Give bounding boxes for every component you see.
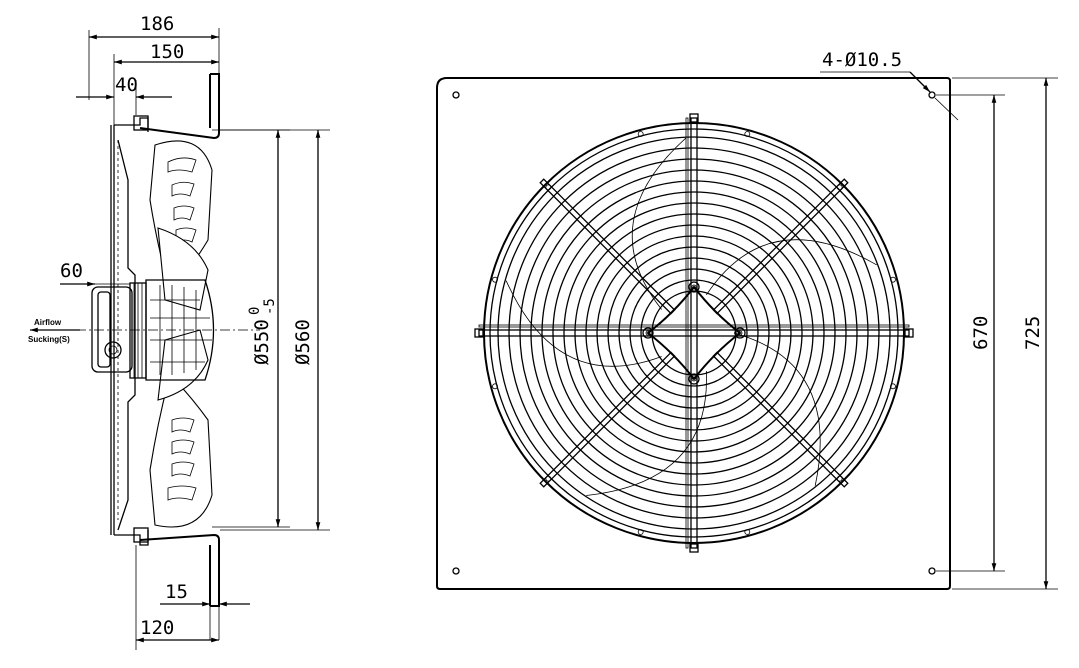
blade-lower (149, 373, 213, 528)
dim-motor-offset: 60 (60, 260, 83, 282)
dim-hole-spacing: 670 (970, 316, 992, 350)
dim-ring-diameter: Ø560 (292, 319, 314, 365)
dim-holes: 4-Ø10.5 (822, 49, 902, 71)
mounting-hole (928, 567, 936, 575)
dim-bottom-depth: 120 (140, 617, 174, 639)
dim-blade-diameter: Ø550 (251, 319, 273, 365)
mounting-hole (928, 91, 936, 99)
sucking-label: Sucking(S) (28, 335, 70, 344)
motor (91, 279, 215, 381)
side-view: 186 150 40 60 (28, 13, 330, 650)
mounting-hole (452, 567, 460, 575)
dim-blade-tol-lower: -5 (262, 298, 278, 315)
dim-flange-offset: 40 (115, 74, 138, 96)
dim-blade-tol-upper: 0 (247, 307, 263, 315)
airflow-label: Airflow (34, 318, 62, 327)
mounting-plate (436, 77, 951, 590)
front-view: 4-Ø10.5 670 725 (436, 49, 1058, 590)
dim-overall-depth: 186 (140, 13, 174, 35)
dim-plate-thickness: 15 (165, 581, 188, 603)
fan-guard (474, 113, 914, 553)
dim-frame-depth: 150 (150, 41, 184, 63)
dim-plate-size: 725 (1022, 316, 1044, 350)
mounting-hole (452, 91, 460, 99)
